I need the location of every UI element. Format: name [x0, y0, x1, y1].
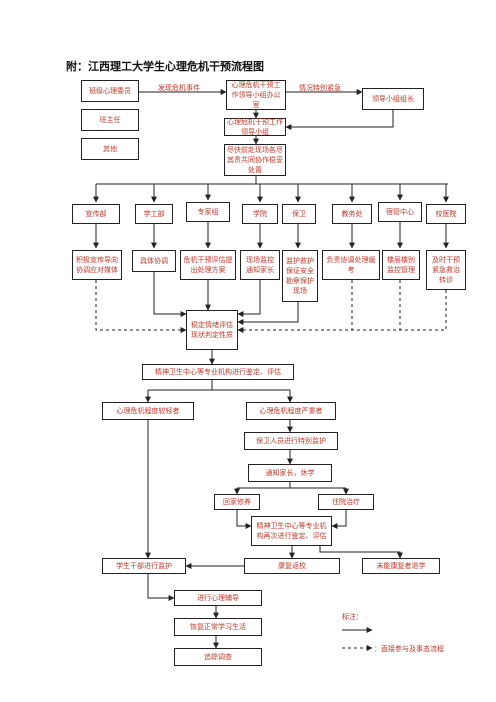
office-box: 心理危机干预工作领导小组办公室: [226, 80, 286, 110]
notify-box: 通知家长，休学: [248, 464, 332, 482]
label-discover: 发现危机事件: [158, 84, 200, 92]
reporter-others: 其他: [81, 138, 139, 160]
dept-hospital: 校医院: [426, 204, 466, 224]
leader-box: 领导小组组长: [362, 88, 424, 110]
dept-student-affairs: 学工部: [135, 204, 173, 224]
guard-box: 保卫人员进行特别监护: [244, 432, 338, 450]
reporter-head-teacher: 班主任: [81, 109, 139, 131]
recover-box: 康复返校: [244, 558, 340, 574]
label-urgent: 情况特别紧急: [299, 84, 341, 92]
monitor-box: 学生干部进行监护: [102, 558, 186, 574]
home-box: 回家修养: [214, 494, 260, 510]
dept-publicity: 宣传部: [72, 204, 120, 224]
on-site-box: 尽快前赴现场各尽其责共同协作稳妥处置: [224, 144, 286, 176]
action-publicity: 积极宣传导向协调应对媒体: [72, 250, 122, 280]
page-title: 附：江西理工大学生心理危机干预流程图: [66, 61, 264, 73]
legend-dashed-label: ：直接参与及事态流程: [374, 645, 444, 653]
group-box: 心理危机干预工作领导小组: [224, 118, 286, 136]
dept-expert-group: 专家组: [186, 202, 230, 222]
reassess-box: 精神卫生中心等专业机构再次进行鉴定、评估: [251, 516, 332, 546]
action-academic: 负责协调处理缓考: [322, 250, 380, 280]
mild-box: 心理危机程度较轻者: [102, 402, 194, 420]
stabilize-box: 稳定情绪评估现状判定性质: [186, 310, 238, 350]
not-recover-box: 未能康复者退学: [362, 558, 440, 574]
severe-box: 心理危机程度严重者: [246, 402, 336, 420]
dept-academic: 教务处: [332, 204, 372, 224]
action-security: 监护救护保证安全勘察保护现场: [282, 250, 318, 302]
action-coordination: 具体协调: [132, 250, 176, 272]
dept-security: 保卫: [282, 204, 316, 224]
action-college: 现场监控通知家长: [240, 250, 280, 280]
dept-dorm-center: 宿管中心: [378, 202, 422, 222]
assess-box: 精神卫生中心等专业机构进行鉴定、评估: [142, 364, 294, 380]
hospital-box: 住院治疗: [318, 494, 374, 510]
reporter-class-committee: 班级心理委员: [81, 80, 139, 102]
counsel-box: 进行心理辅导: [174, 590, 262, 606]
followup-box: 追踪调查: [174, 648, 262, 666]
legend-title: 标注：: [342, 613, 363, 621]
action-expert: 危机干预评估提出处理方案: [180, 250, 236, 280]
resume-box: 恢复正常学习生活: [174, 618, 262, 636]
action-dorm: 楼层楼别监控管理: [382, 250, 420, 280]
action-hospital: 及时干预紧急救治转诊: [426, 250, 466, 290]
dept-college: 学院: [242, 204, 278, 224]
